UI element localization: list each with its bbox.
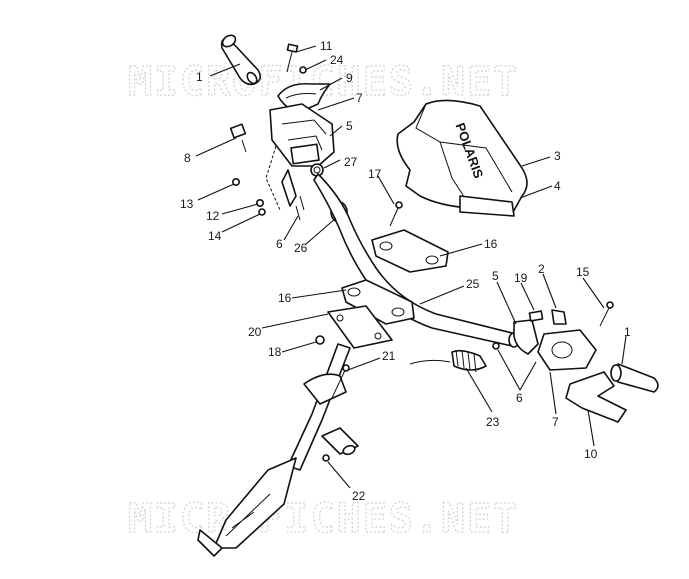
- callout-19: 19: [514, 271, 528, 285]
- right-grip: [610, 363, 659, 393]
- callout-8: 8: [184, 151, 191, 165]
- callout-22: 22: [352, 489, 366, 503]
- callout-5-upper: 5: [346, 119, 353, 133]
- callout-10: 10: [584, 447, 598, 461]
- throttle-block-7: [537, 329, 597, 371]
- callout-7-upper: 7: [356, 91, 363, 105]
- left-grip: [220, 34, 262, 86]
- nut-13: [232, 178, 241, 187]
- callout-1-right: 1: [624, 325, 631, 339]
- bolt-11: [286, 43, 299, 73]
- throttle-lever-10: [565, 371, 627, 423]
- callout-24: 24: [330, 53, 344, 67]
- callout-1-left: 1: [196, 70, 203, 84]
- watermark-bottom: MICROFICHES.NET: [128, 496, 519, 542]
- callout-20: 20: [248, 325, 262, 339]
- callout-4: 4: [554, 179, 561, 193]
- sleeve-22: [321, 427, 359, 462]
- upper-mount-block: [269, 103, 335, 167]
- steering-post: [197, 343, 351, 557]
- callout-17: 17: [368, 167, 382, 181]
- callout-21: 21: [382, 349, 396, 363]
- console-hood: POLARIS: [396, 99, 528, 217]
- upper-clamp-16: [371, 229, 449, 273]
- callout-9: 9: [346, 71, 353, 85]
- bolt-21: [331, 364, 350, 399]
- callout-14: 14: [208, 229, 222, 243]
- bolt-17: [389, 201, 403, 227]
- leader-lines: [195, 45, 627, 489]
- callout-3: 3: [554, 149, 561, 163]
- callout-2: 2: [538, 262, 545, 276]
- mounting-plate-20: [327, 305, 393, 349]
- callout-26: 26: [294, 241, 308, 255]
- callout-15: 15: [576, 265, 590, 279]
- nut-18: [315, 335, 325, 345]
- callout-27: 27: [344, 155, 358, 169]
- callout-labels: 1 11 24 9 7 5 8 13 12 14 6 27 26 3 4 17 …: [180, 39, 631, 503]
- lower-clamp-16: [341, 279, 415, 325]
- callout-6-left: 6: [276, 237, 283, 251]
- callout-5-right: 5: [492, 269, 499, 283]
- screw-15: [599, 301, 614, 327]
- callout-23: 23: [486, 415, 500, 429]
- callout-12: 12: [206, 209, 220, 223]
- pins-6: [295, 195, 305, 221]
- washer-14: [258, 208, 266, 216]
- callout-16-upper: 16: [484, 237, 498, 251]
- screw-8: [229, 123, 247, 153]
- callout-7-lower: 7: [552, 415, 559, 429]
- heater-grip-23: [409, 349, 487, 373]
- callout-11: 11: [320, 39, 333, 53]
- callout-18: 18: [268, 345, 282, 359]
- switch-bracket: [265, 145, 297, 211]
- callout-16-lower: 16: [278, 291, 292, 305]
- washer-12: [255, 199, 264, 208]
- right-switch-housing: [492, 309, 567, 355]
- ring-27: [310, 163, 324, 177]
- callout-13: 13: [180, 197, 194, 211]
- watermark-top: MICROFICHES.NET: [128, 59, 519, 105]
- callout-6-right: 6: [516, 391, 523, 405]
- callout-25: 25: [466, 277, 480, 291]
